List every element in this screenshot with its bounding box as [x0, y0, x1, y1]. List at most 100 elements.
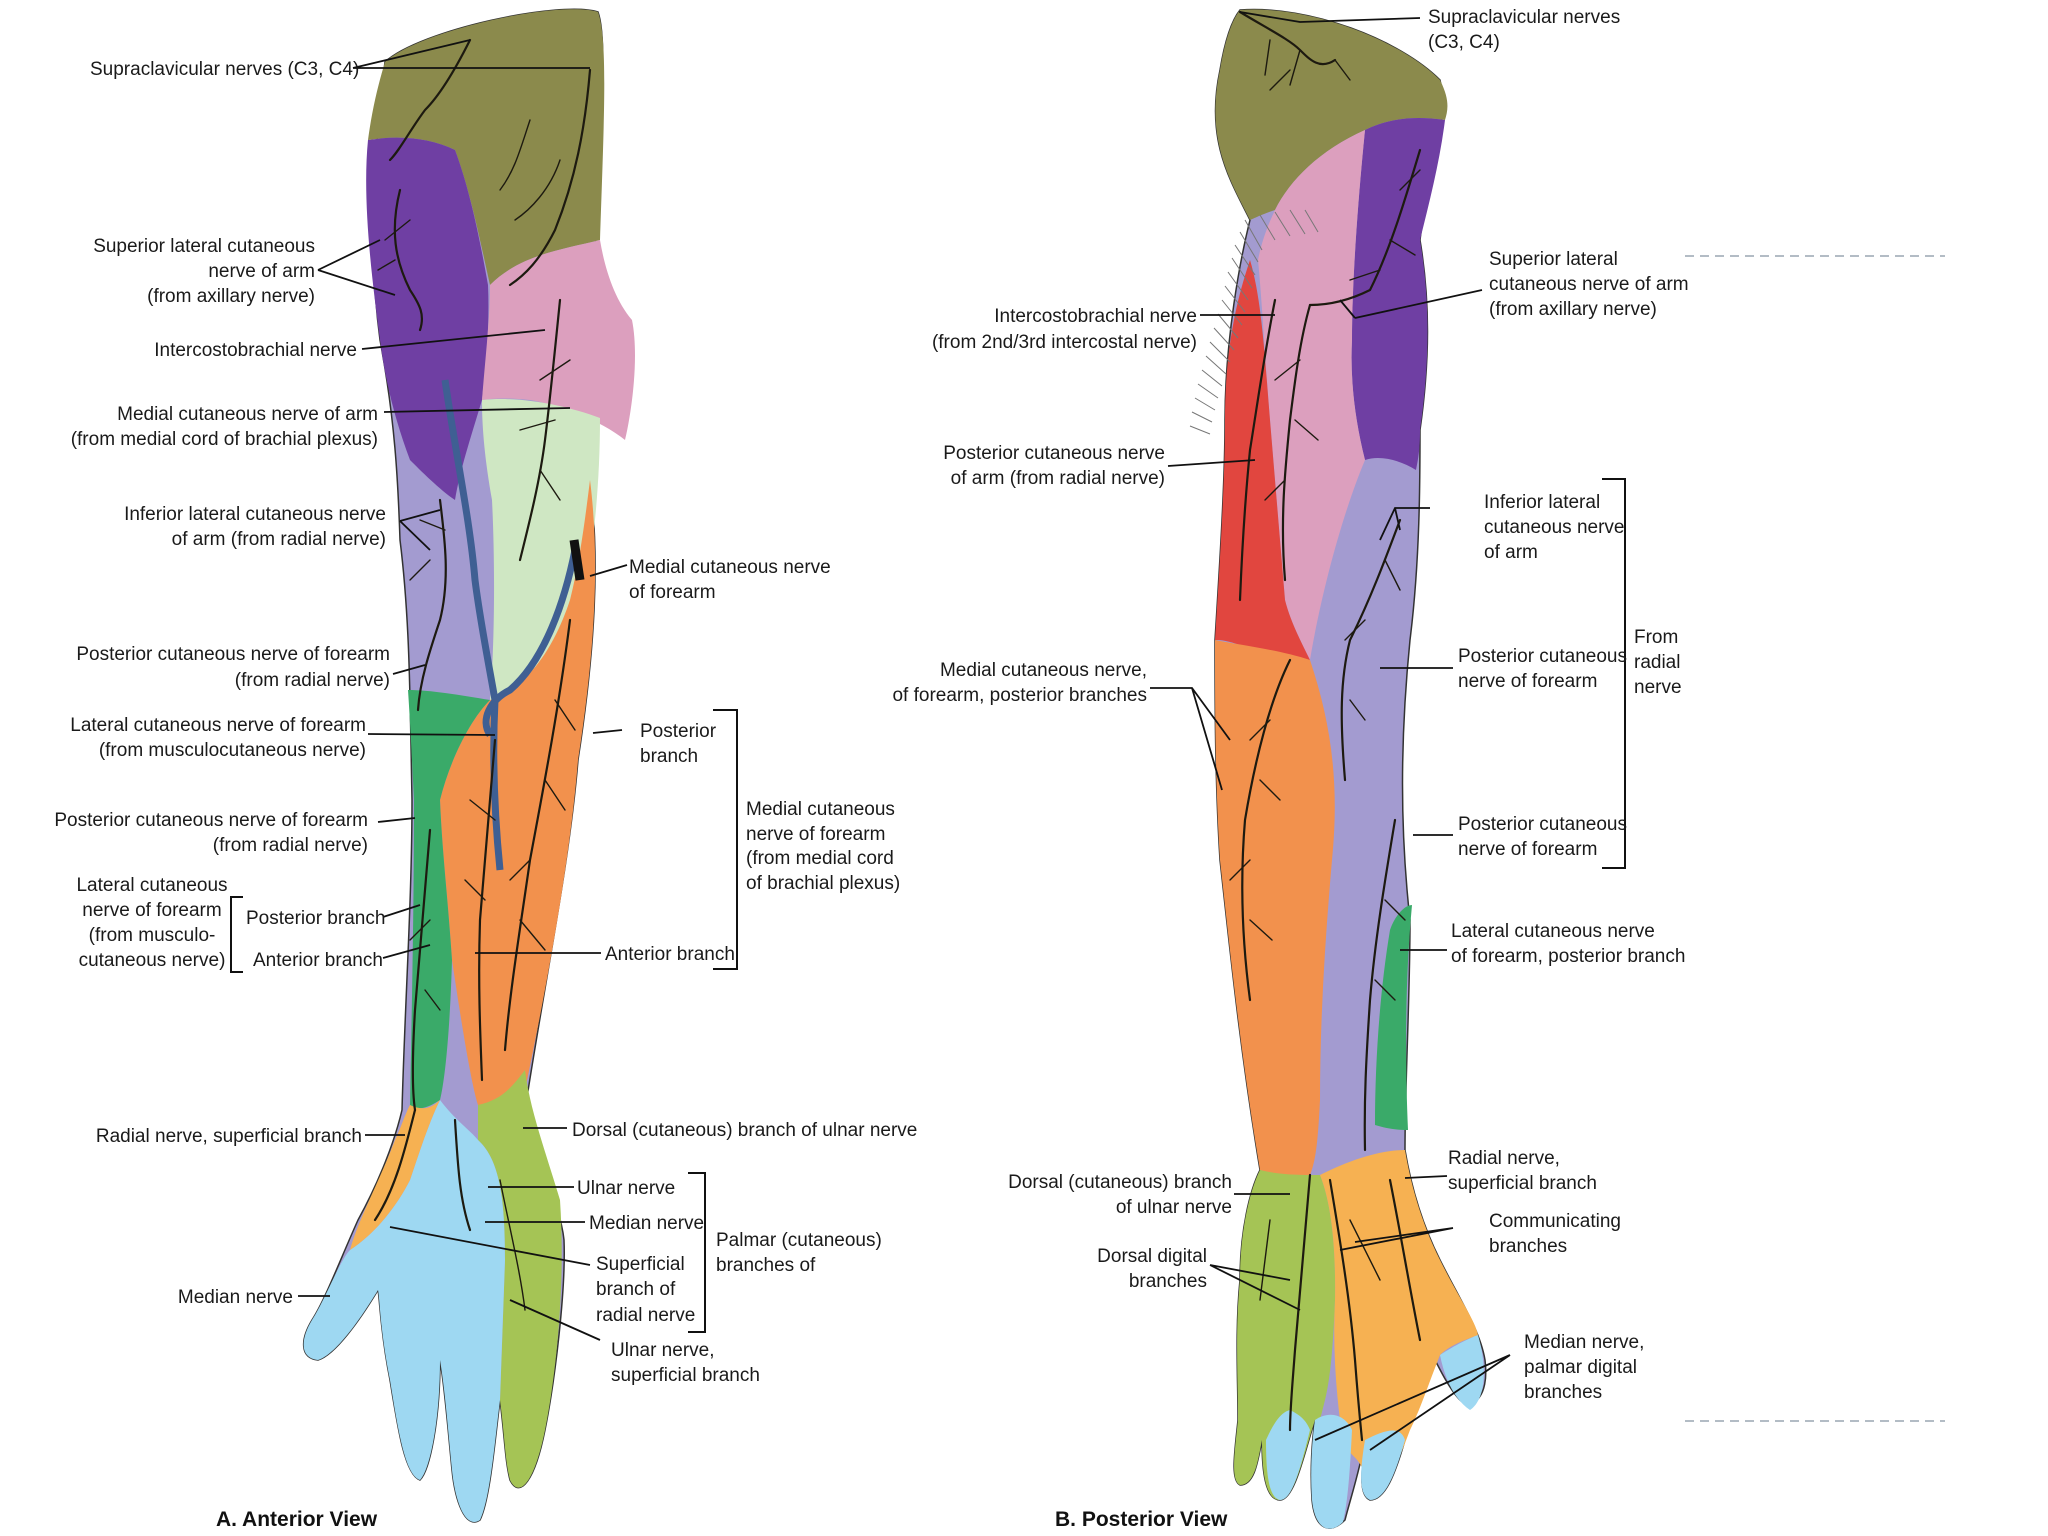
label-medial-cutaneous-forearm-line1: Medial cutaneous nerve	[629, 557, 831, 578]
label-posterior-cutaneous-forearm-b-line1: Posterior cutaneous nerve of forearm	[54, 810, 368, 831]
posterior-nerve-strokes	[1229, 10, 1422, 1442]
label-posterior-branch-line2: branch	[640, 746, 698, 767]
label-post-median-palmar-line3: branches	[1524, 1382, 1602, 1403]
label-ulnar-superficial-line1: Ulnar nerve,	[611, 1340, 715, 1361]
label-post-medial-forearm-line2: of forearm, posterior branches	[892, 685, 1147, 706]
label-inferior-lateral-line1: Inferior lateral cutaneous nerve	[124, 504, 386, 525]
label-posterior-cutaneous-forearm-b-line2: (from radial nerve)	[213, 835, 368, 856]
label-post-dorsal-ulnar-line2: of ulnar nerve	[1116, 1197, 1232, 1218]
label-post-communicating-line1: Communicating	[1489, 1211, 1621, 1232]
posterior-supraclavicular-region	[1215, 9, 1448, 220]
label-post-radial-superficial-line2: superficial branch	[1448, 1173, 1597, 1194]
label-superior-lateral-line3: (from axillary nerve)	[147, 286, 315, 307]
label-post-median-palmar-line1: Median nerve,	[1524, 1332, 1644, 1353]
label-medial-cutaneous-arm-line2: (from medial cord of brachial plexus)	[71, 429, 378, 450]
label-intercostobrachial: Intercostobrachial nerve	[154, 340, 357, 361]
label-post-dorsal-digital-line1: Dorsal digital	[1097, 1246, 1207, 1267]
label-post-lateral-forearm-line2: of forearm, posterior branch	[1451, 946, 1685, 967]
label-radial-superficial-branch: Radial nerve, superficial branch	[96, 1126, 362, 1147]
label-median-nerve-left: Median nerve	[178, 1287, 293, 1308]
label-ulnar-nerve: Ulnar nerve	[577, 1178, 675, 1199]
label-dorsal-branch-ulnar: Dorsal (cutaneous) branch of ulnar nerve	[572, 1120, 917, 1141]
label-post-communicating-line2: branches	[1489, 1236, 1567, 1257]
posterior-axilla-hatching	[1189, 209, 1319, 435]
label-anterior-branch-left: Anterior branch	[253, 950, 383, 971]
posterior-lateral-forearm-region	[1375, 905, 1412, 1130]
label-post-supraclavicular-line1: Supraclavicular nerves	[1428, 7, 1620, 28]
label-medial-cutaneous-nerve-line4: of brachial plexus)	[746, 873, 900, 894]
label-from-radial-line2: radial	[1634, 652, 1680, 673]
label-medial-cutaneous-nerve-line2: nerve of forearm	[746, 824, 885, 845]
label-post-dorsal-digital-line2: branches	[1129, 1271, 1207, 1292]
label-posterior-cutaneous-forearm-a-line1: Posterior cutaneous nerve of forearm	[76, 644, 390, 665]
posterior-labels: Supraclavicular nerves (C3, C4) Superior…	[892, 7, 1688, 1531]
label-posterior-branch-line1: Posterior	[640, 721, 717, 742]
label-lateral-cutaneous-nerve-line1: Lateral cutaneous	[76, 875, 227, 896]
label-post-posterior-cutaneous-2-line1: Posterior cutaneous	[1458, 814, 1627, 835]
anterior-intercostobrachial-region	[482, 240, 635, 440]
anterior-median-region	[303, 1100, 505, 1522]
label-post-intercostobrachial-line2: (from 2nd/3rd intercostal nerve)	[932, 332, 1197, 353]
label-post-posterior-arm-line2: of arm (from radial nerve)	[951, 468, 1165, 489]
posterior-median-fingertip-ring	[1266, 1410, 1310, 1500]
posterior-median-fingertip-middle	[1311, 1414, 1352, 1529]
label-lateral-cutaneous-forearm-line2: (from musculocutaneous nerve)	[99, 740, 366, 761]
label-palmar-line1: Palmar (cutaneous)	[716, 1230, 882, 1251]
caption-anterior-view: A. Anterior View	[216, 1508, 378, 1531]
label-superior-lateral-line1: Superior lateral cutaneous	[93, 236, 315, 257]
posterior-brackets	[1602, 478, 1626, 869]
label-medial-cutaneous-forearm-line2: of forearm	[629, 582, 716, 603]
label-post-dorsal-ulnar-line1: Dorsal (cutaneous) branch	[1008, 1172, 1232, 1193]
label-medial-cutaneous-nerve-line1: Medial cutaneous	[746, 799, 895, 820]
label-superficial-radial-line3: radial nerve	[596, 1305, 695, 1326]
anterior-vein-dark-segment	[569, 539, 585, 581]
label-medial-cutaneous-arm-line1: Medial cutaneous nerve of arm	[117, 404, 378, 425]
anterior-arm-figure	[303, 8, 635, 1523]
label-post-inferior-lateral-line3: of arm	[1484, 542, 1538, 563]
label-post-inferior-lateral-line2: cutaneous nerve	[1484, 517, 1625, 538]
label-post-posterior-cutaneous-1-line1: Posterior cutaneous	[1458, 646, 1627, 667]
label-median-nerve-right: Median nerve	[589, 1213, 704, 1234]
anterior-nerve-strokes	[373, 38, 592, 1311]
label-superficial-radial-line1: Superficial	[596, 1254, 685, 1275]
posterior-medial-forearm-region	[1215, 640, 1335, 1175]
anterior-basilic-vein	[482, 549, 579, 737]
posterior-arm-figure	[1189, 8, 1487, 1529]
label-anterior-branch-right: Anterior branch	[605, 944, 735, 965]
label-post-median-palmar-line2: palmar digital	[1524, 1357, 1637, 1378]
label-supraclavicular-nerves: Supraclavicular nerves (C3, C4)	[90, 59, 359, 80]
label-post-lateral-forearm-line1: Lateral cutaneous nerve	[1451, 921, 1655, 942]
label-post-supraclavicular-line2: (C3, C4)	[1428, 32, 1500, 53]
label-medial-cutaneous-nerve-line3: (from medial cord	[746, 848, 894, 869]
label-ulnar-superficial-line2: superficial branch	[611, 1365, 760, 1386]
label-post-radial-superficial-line1: Radial nerve,	[1448, 1148, 1560, 1169]
posterior-axillary-region	[1351, 118, 1445, 470]
posterior-median-fingertip-thumb	[1440, 1335, 1484, 1410]
label-post-superior-lateral-line1: Superior lateral	[1489, 249, 1618, 270]
posterior-posterior-arm-region	[1215, 260, 1310, 660]
label-post-superior-lateral-line3: (from axillary nerve)	[1489, 299, 1657, 320]
anterior-superficial-radial-region	[350, 1100, 440, 1250]
posterior-ulnar-region	[1234, 1170, 1336, 1500]
label-post-posterior-cutaneous-1-line2: nerve of forearm	[1458, 671, 1597, 692]
label-lateral-cutaneous-forearm-line1: Lateral cutaneous nerve of forearm	[70, 715, 366, 736]
label-palmar-line2: branches of	[716, 1255, 816, 1276]
anterior-supraclavicular-region	[368, 9, 605, 285]
label-inferior-lateral-line2: of arm (from radial nerve)	[172, 529, 386, 550]
label-post-posterior-arm-line1: Posterior cutaneous nerve	[943, 443, 1165, 464]
label-post-posterior-cutaneous-2-line2: nerve of forearm	[1458, 839, 1597, 860]
label-post-inferior-lateral-line1: Inferior lateral	[1484, 492, 1600, 513]
anterior-cephalic-vein	[441, 379, 504, 871]
label-post-intercostobrachial-line1: Intercostobrachial nerve	[994, 306, 1197, 327]
caption-posterior-view: B. Posterior View	[1055, 1508, 1228, 1531]
label-posterior-branch: Posterior branch	[246, 908, 385, 929]
label-lateral-cutaneous-nerve-line2: nerve of forearm	[82, 900, 221, 921]
label-superficial-radial-line2: branch of	[596, 1279, 676, 1300]
anterior-lateral-forearm-region	[408, 690, 490, 1109]
label-post-medial-forearm-line1: Medial cutaneous nerve,	[940, 660, 1147, 681]
label-superior-lateral-line2: nerve of arm	[208, 261, 315, 282]
anterior-brackets	[230, 709, 738, 1333]
anterior-labels: Supraclavicular nerves (C3, C4) Superior…	[54, 59, 917, 1531]
label-lateral-cutaneous-nerve-line4: cutaneous nerve)	[79, 950, 226, 971]
